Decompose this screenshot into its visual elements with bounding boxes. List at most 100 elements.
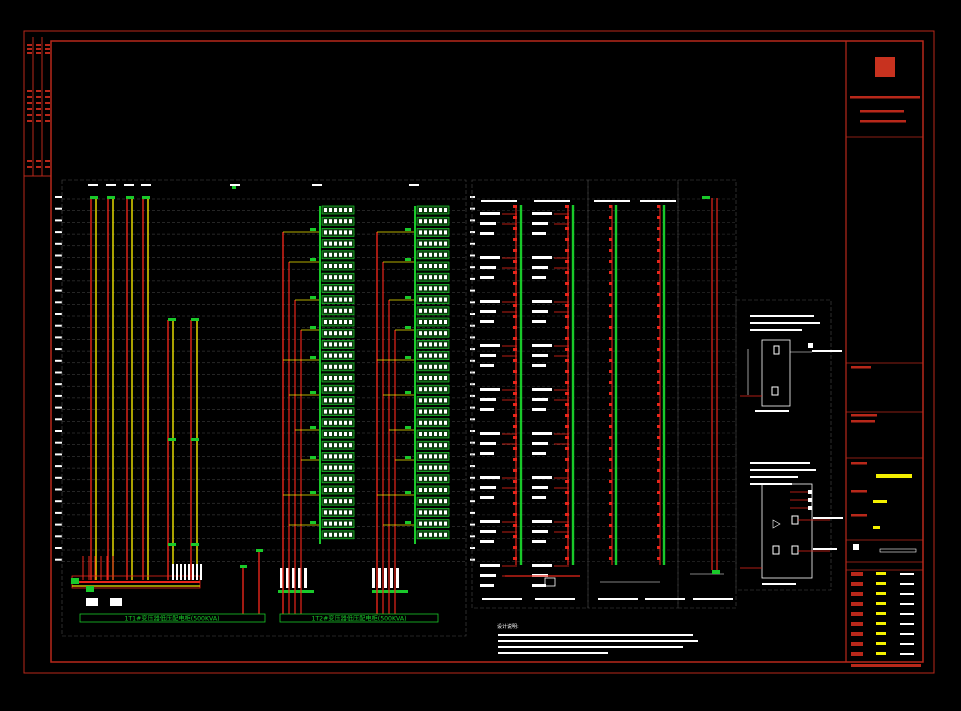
breaker — [339, 230, 342, 235]
riser-node — [657, 524, 660, 527]
riser-node — [565, 381, 569, 384]
breaker — [434, 465, 437, 470]
distribution-box — [321, 205, 355, 215]
breaker — [329, 342, 332, 347]
riser-node — [513, 480, 517, 483]
riser-node — [565, 326, 569, 329]
panel-label — [384, 568, 387, 588]
floor-number-right — [470, 348, 475, 351]
breaker — [434, 264, 437, 268]
breaker — [329, 387, 332, 392]
breaker — [434, 297, 437, 302]
breaker — [424, 376, 427, 380]
floor-number-right — [470, 418, 475, 421]
apartment-label — [480, 222, 496, 225]
riser-node — [609, 502, 612, 505]
breaker — [339, 353, 342, 358]
strip-mark — [45, 102, 50, 104]
breaker — [349, 454, 352, 459]
apartment-label — [532, 530, 548, 533]
breaker — [334, 230, 337, 235]
floor-number — [55, 359, 62, 362]
riser-tap — [168, 438, 176, 441]
breaker — [439, 476, 442, 481]
floor-number-right — [470, 394, 475, 397]
title-text-bar — [851, 420, 875, 423]
riser-node — [657, 337, 660, 340]
riser-node — [565, 337, 569, 340]
breaker — [339, 376, 342, 380]
breaker — [324, 420, 327, 425]
breaker — [334, 331, 337, 336]
floor-number — [55, 242, 62, 245]
breaker — [424, 420, 427, 425]
strip-mark — [36, 120, 41, 122]
title-cell — [851, 612, 863, 616]
breaker — [339, 387, 342, 392]
apartment-label — [532, 310, 548, 313]
breaker — [434, 476, 437, 481]
breaker — [419, 241, 422, 246]
floor-number — [55, 418, 62, 421]
breaker — [339, 308, 342, 313]
riser-node — [609, 326, 612, 329]
title-cell — [900, 593, 914, 595]
breaker — [434, 219, 437, 224]
riser-tap — [191, 543, 199, 546]
breaker — [429, 331, 432, 336]
breaker — [324, 353, 327, 358]
distribution-box — [416, 474, 450, 484]
breaker — [439, 264, 442, 268]
breaker — [344, 476, 347, 481]
breaker — [439, 208, 442, 212]
distribution-box — [416, 384, 450, 394]
breaker — [424, 219, 427, 224]
riser-node — [513, 458, 517, 461]
riser-node — [609, 304, 612, 307]
riser-node — [657, 447, 660, 450]
breaker — [419, 264, 422, 268]
apartment-label — [532, 442, 548, 445]
riser-node — [609, 403, 612, 406]
breaker — [434, 331, 437, 336]
breaker — [349, 398, 352, 403]
riser-tap — [232, 186, 236, 189]
breaker — [439, 275, 442, 280]
floor-number-right — [470, 242, 475, 245]
section-caption — [645, 598, 685, 600]
distribution-box — [321, 396, 355, 405]
section-panel — [735, 299, 832, 591]
detail-text — [750, 476, 798, 478]
apartment-label — [532, 564, 552, 567]
breaker — [334, 443, 337, 448]
riser-node — [565, 447, 569, 450]
breaker — [419, 409, 422, 414]
breaker — [349, 476, 352, 481]
floor-number — [55, 207, 62, 210]
strip-mark — [27, 52, 32, 54]
title-cell — [851, 622, 863, 626]
breaker — [444, 230, 447, 235]
breaker — [444, 331, 447, 336]
branch-tap — [310, 521, 316, 524]
breaker — [429, 275, 432, 280]
breaker — [339, 454, 342, 459]
breaker — [434, 252, 437, 257]
riser-label — [409, 184, 419, 186]
breaker — [429, 252, 432, 257]
breaker — [339, 499, 342, 504]
riser-node — [609, 524, 612, 527]
riser-node — [513, 337, 517, 340]
apartment-label — [532, 364, 546, 367]
apartment-label — [532, 344, 552, 347]
floor-number — [55, 500, 62, 503]
distribution-box — [321, 463, 355, 472]
riser-tap — [142, 196, 150, 199]
floor-number — [55, 394, 62, 397]
breaker — [329, 364, 332, 369]
title-text-bar — [850, 96, 920, 99]
breaker — [439, 532, 442, 537]
section-caption — [482, 598, 522, 600]
breaker — [349, 499, 352, 504]
distribution-box — [416, 317, 450, 327]
